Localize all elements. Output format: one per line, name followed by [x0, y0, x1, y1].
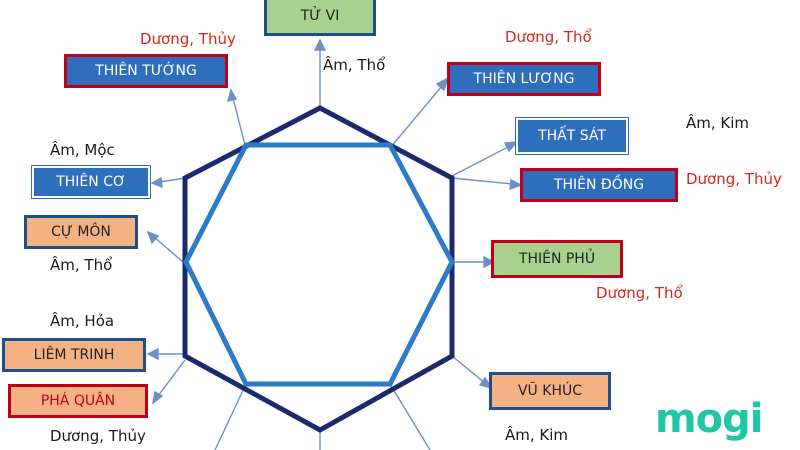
star-thien-co: THIÊN CƠ: [31, 165, 151, 199]
note-thien-dong-element: Dương, Thủy: [686, 170, 782, 188]
star-thien-dong: THIÊN ĐỒNG: [520, 168, 678, 202]
star-that-sat: THẤT SÁT: [515, 117, 629, 155]
star-cu-mon: CỰ MÔN: [24, 215, 138, 249]
star-tu-vi: TỬ VI: [264, 0, 376, 36]
star-thien-luong: THIÊN LƯƠNG: [447, 62, 601, 96]
note-that-sat-element: Âm, Kim: [686, 114, 750, 132]
mogi-logo: mogi: [655, 396, 764, 442]
note-vu-khuc-element: Âm, Kim: [505, 426, 569, 444]
star-pha-quan: PHÁ QUÂN: [8, 384, 148, 418]
outer-hexagon: [182, 105, 455, 433]
star-liem-trinh: LIÊM TRINH: [2, 338, 146, 372]
arrows: [146, 38, 523, 450]
note-thien-phu-element: Dương, Thổ: [596, 284, 683, 302]
note-tu-vi-element: Âm, Thổ: [323, 56, 386, 74]
star-thien-tuong: THIÊN TƯỚNG: [64, 54, 228, 88]
inner-octagon: [183, 142, 455, 387]
note-liem-trinh-element: Âm, Hỏa: [50, 312, 115, 330]
star-thien-phu: THIÊN PHỦ: [491, 240, 623, 278]
star-vu-khuc: VŨ KHÚC: [489, 372, 611, 410]
note-thien-luong-element: Dương, Thổ: [505, 28, 592, 46]
note-pha-quan-element: Dương, Thủy: [50, 427, 146, 445]
note-thien-co-element: Âm, Mộc: [50, 141, 115, 159]
note-thien-tuong-element: Dương, Thủy: [140, 30, 236, 48]
note-cu-mon-element: Âm, Thổ: [50, 256, 113, 274]
